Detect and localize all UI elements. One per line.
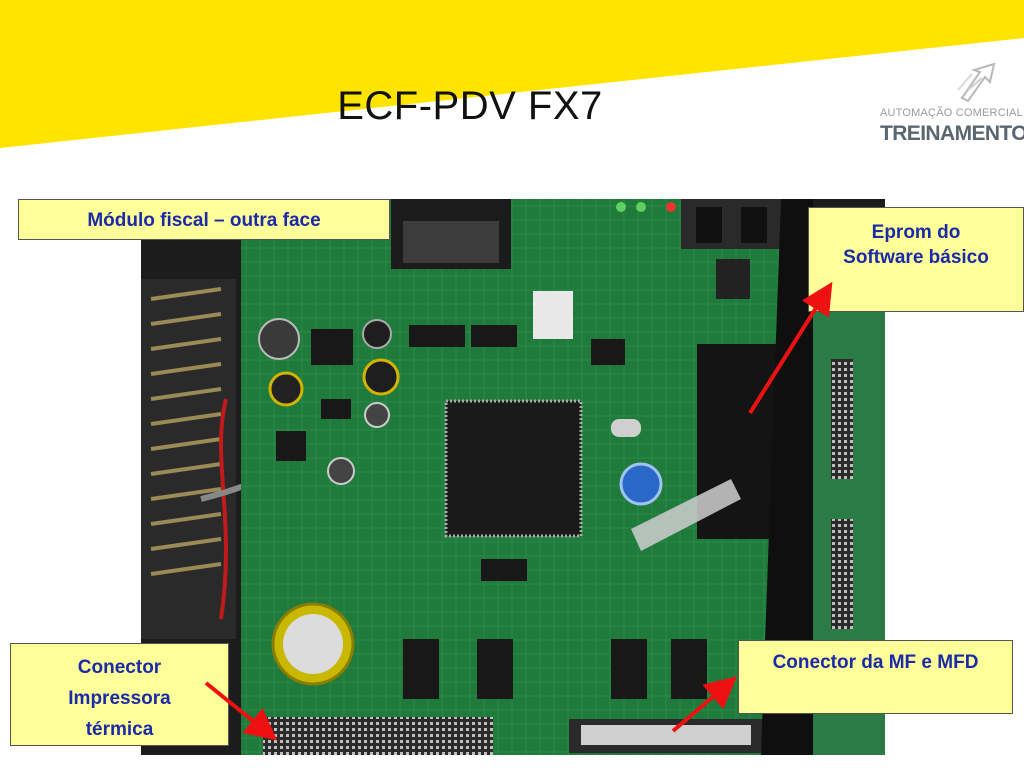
callout-impressora-line2: Impressora [68, 688, 171, 709]
callout-modulo-fiscal-text: Módulo fiscal – outra face [87, 210, 321, 231]
callout-eprom: Eprom do Software básico [808, 207, 1024, 312]
slide-title: ECF-PDV FX7 [337, 84, 603, 128]
callout-eprom-line2: Software básico [843, 247, 989, 268]
brand-logo: AUTOMAÇÃO COMERCIAL TREINAMENTO [878, 60, 1024, 155]
callout-impressora-line1: Conector [77, 657, 162, 678]
callout-mf-mfd: Conector da MF e MFD [738, 640, 1013, 714]
logo-subtitle: AUTOMAÇÃO COMERCIAL [880, 107, 1023, 119]
callout-impressora-line3: térmica [85, 719, 154, 740]
callout-modulo-fiscal: Módulo fiscal – outra face [18, 199, 390, 240]
arrow-logo-icon [957, 62, 996, 103]
logo-title: TREINAMENTO [880, 122, 1024, 145]
ribbon-cable [141, 279, 273, 639]
callout-mf-mfd-text: Conector da MF e MFD [772, 652, 979, 673]
callout-impressora: Conector Impressora térmica [10, 643, 229, 746]
pcb-photo [141, 199, 885, 755]
callout-eprom-line1: Eprom do [871, 222, 961, 243]
